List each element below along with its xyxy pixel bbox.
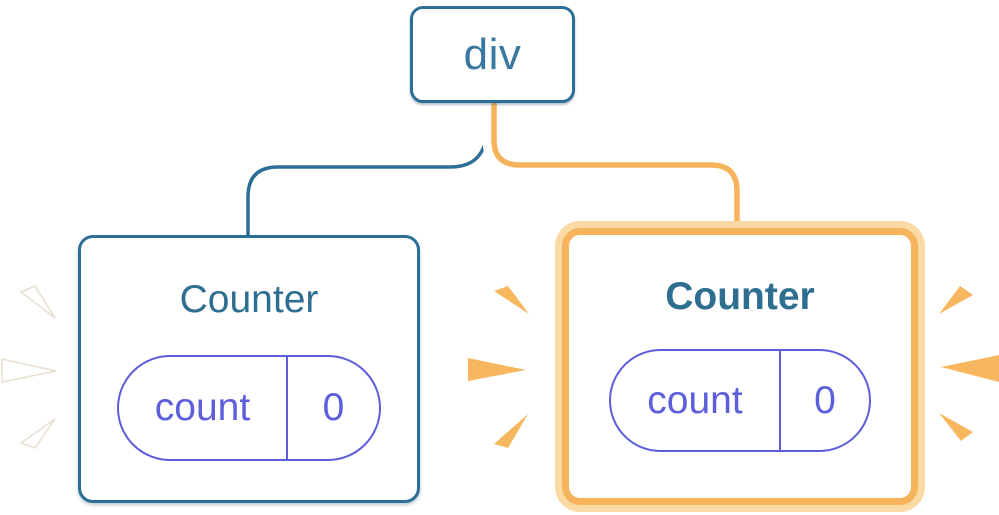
counter-title-left: Counter bbox=[179, 278, 319, 321]
counter-card-right: Counter count 0 bbox=[562, 228, 918, 505]
spark-icon bbox=[939, 413, 973, 441]
root-node-label: div bbox=[463, 29, 522, 79]
highlight-ring-right: Counter count 0 bbox=[555, 221, 925, 512]
sparks-left-white bbox=[1, 285, 57, 449]
spark-icon bbox=[494, 414, 528, 448]
state-value-right: 0 bbox=[779, 351, 869, 450]
edge-root-to-left-counter bbox=[246, 102, 491, 237]
state-value-left: 0 bbox=[286, 357, 379, 459]
spark-icon bbox=[939, 286, 973, 314]
spark-icon bbox=[19, 285, 56, 319]
state-key-right: count bbox=[647, 378, 743, 422]
spark-icon bbox=[19, 418, 56, 449]
state-pill-left: count 0 bbox=[117, 355, 381, 461]
root-node-div: div bbox=[410, 6, 575, 103]
state-key-left: count bbox=[154, 386, 251, 429]
sparks-middle-orange bbox=[468, 286, 529, 448]
spark-icon bbox=[494, 286, 529, 314]
sparks-right-orange bbox=[939, 286, 999, 441]
counter-title-right: Counter bbox=[665, 275, 815, 318]
counter-card-left: Counter count 0 bbox=[78, 235, 420, 503]
spark-icon bbox=[941, 355, 999, 382]
spark-icon bbox=[1, 358, 57, 383]
edge-root-to-right-counter bbox=[491, 103, 740, 235]
edge-casing-root-to-right-counter bbox=[482, 103, 749, 229]
spark-icon bbox=[468, 358, 526, 381]
state-pill-right: count 0 bbox=[609, 349, 871, 452]
